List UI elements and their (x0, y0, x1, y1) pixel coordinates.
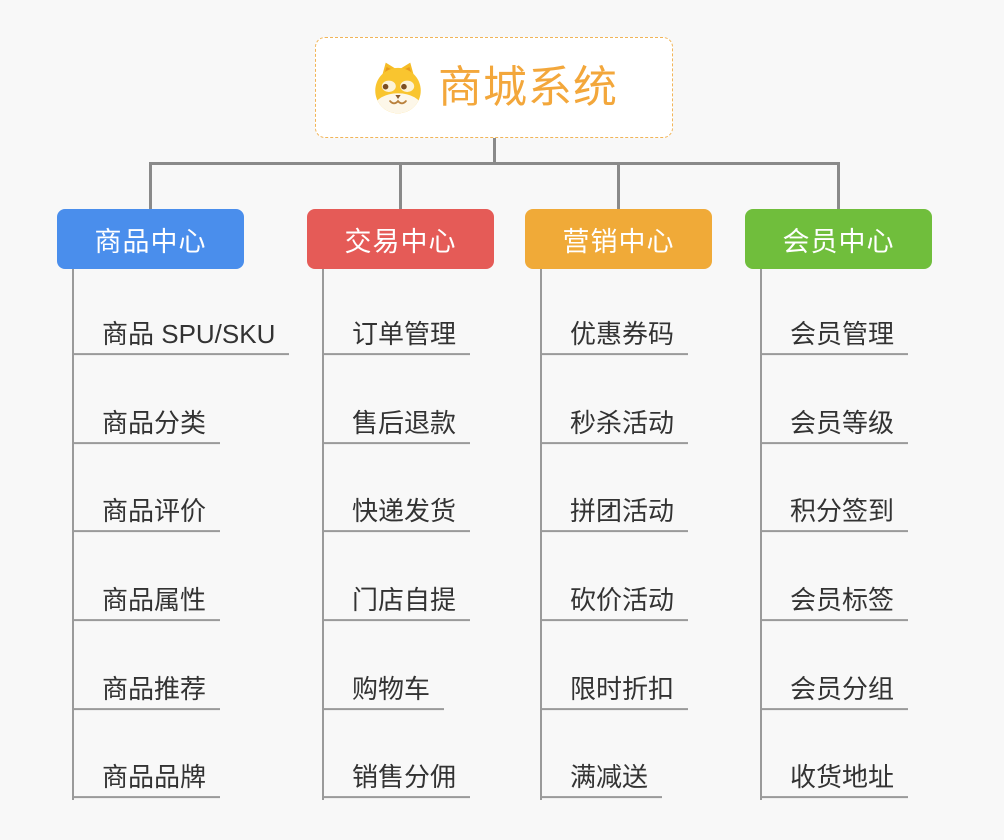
child-topic[interactable]: 订单管理 (322, 319, 471, 355)
child-topic[interactable]: 快递发货 (322, 496, 471, 532)
connector-drop-line (617, 162, 620, 209)
child-topic[interactable]: 商品评价 (72, 496, 221, 532)
child-topic[interactable]: 门店自提 (322, 585, 471, 621)
child-topic[interactable]: 销售分佣 (322, 762, 471, 798)
branch-topic[interactable]: 营销中心 (525, 209, 712, 269)
branch-trunk-line (322, 269, 324, 800)
root-connector-stub (493, 138, 496, 165)
connector-drop-line (837, 162, 840, 209)
child-topic[interactable]: 商品 SPU/SKU (72, 319, 290, 355)
branch-topic[interactable]: 商品中心 (57, 209, 244, 269)
child-topic[interactable]: 拼团活动 (540, 496, 689, 532)
child-topic[interactable]: 商品属性 (72, 585, 221, 621)
branch-topic[interactable]: 交易中心 (307, 209, 494, 269)
child-topic[interactable]: 满减送 (540, 762, 663, 798)
child-topic[interactable]: 售后退款 (322, 408, 471, 444)
root-topic-label: 商城系统 (438, 62, 618, 112)
connector-drop-line (149, 162, 152, 209)
branch-trunk-line (72, 269, 74, 800)
connector-drop-line (399, 162, 402, 209)
branch-topic[interactable]: 会员中心 (745, 209, 932, 269)
child-topic[interactable]: 会员等级 (760, 408, 909, 444)
child-topic[interactable]: 秒杀活动 (540, 408, 689, 444)
child-topic[interactable]: 优惠券码 (540, 319, 689, 355)
child-topic[interactable]: 商品推荐 (72, 674, 221, 710)
branch-trunk-line (540, 269, 542, 800)
child-topic[interactable]: 商品分类 (72, 408, 221, 444)
child-topic[interactable]: 会员管理 (760, 319, 909, 355)
child-topic[interactable]: 会员标签 (760, 585, 909, 621)
shiba-dog-icon (370, 60, 426, 116)
child-topic[interactable]: 砍价活动 (540, 585, 689, 621)
child-topic[interactable]: 商品品牌 (72, 762, 221, 798)
branch-trunk-line (760, 269, 762, 800)
connector-horizontal-line (149, 162, 840, 165)
root-topic[interactable]: 商城系统 (315, 37, 673, 138)
child-topic[interactable]: 购物车 (322, 674, 445, 710)
child-topic[interactable]: 收货地址 (760, 762, 909, 798)
child-topic[interactable]: 限时折扣 (540, 674, 689, 710)
child-topic[interactable]: 会员分组 (760, 674, 909, 710)
child-topic[interactable]: 积分签到 (760, 496, 909, 532)
